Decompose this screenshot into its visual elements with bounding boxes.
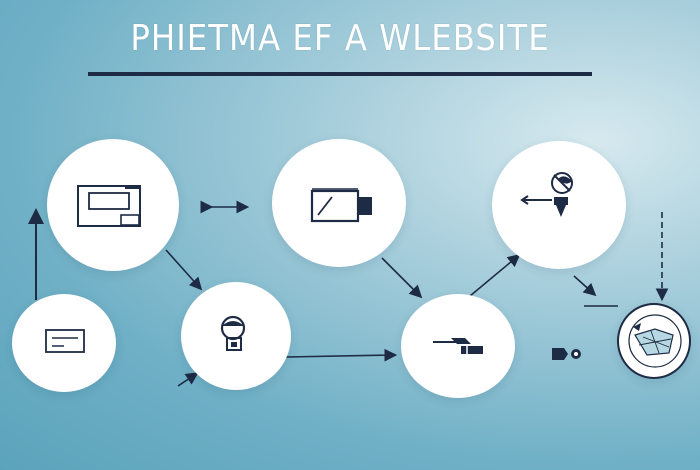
arrow-avatar-to-toolbar [285, 348, 398, 362]
arrow-into-avatar [177, 372, 199, 387]
node-globe[interactable] [617, 303, 691, 379]
title-underline [88, 72, 592, 76]
arrow-toolbar-to-satellite [469, 253, 521, 297]
satellite-dish-icon [520, 172, 573, 217]
arrow-satellite-to-globe [573, 275, 597, 297]
node-monitor[interactable] [272, 139, 406, 267]
node-small-screen[interactable] [12, 294, 116, 392]
node-toolbar[interactable] [401, 294, 515, 398]
user-avatar-icon [220, 315, 246, 351]
toolbar-icon [433, 338, 483, 354]
diagram-title: PHIETMA EF A WLEBSITE [130, 18, 550, 59]
globe-icon [628, 314, 682, 368]
browser-window-icon [77, 185, 141, 227]
monitor-icon [310, 188, 372, 223]
arrow-monitor-to-toolbar [381, 257, 423, 299]
small-screen-icon [45, 329, 85, 353]
node-user-avatar[interactable] [181, 282, 291, 390]
node-satellite-dish[interactable] [492, 141, 626, 269]
gear-device-icon [552, 348, 581, 360]
node-browser-window[interactable] [47, 139, 179, 271]
arrow-browser-to-avatar [165, 249, 203, 291]
